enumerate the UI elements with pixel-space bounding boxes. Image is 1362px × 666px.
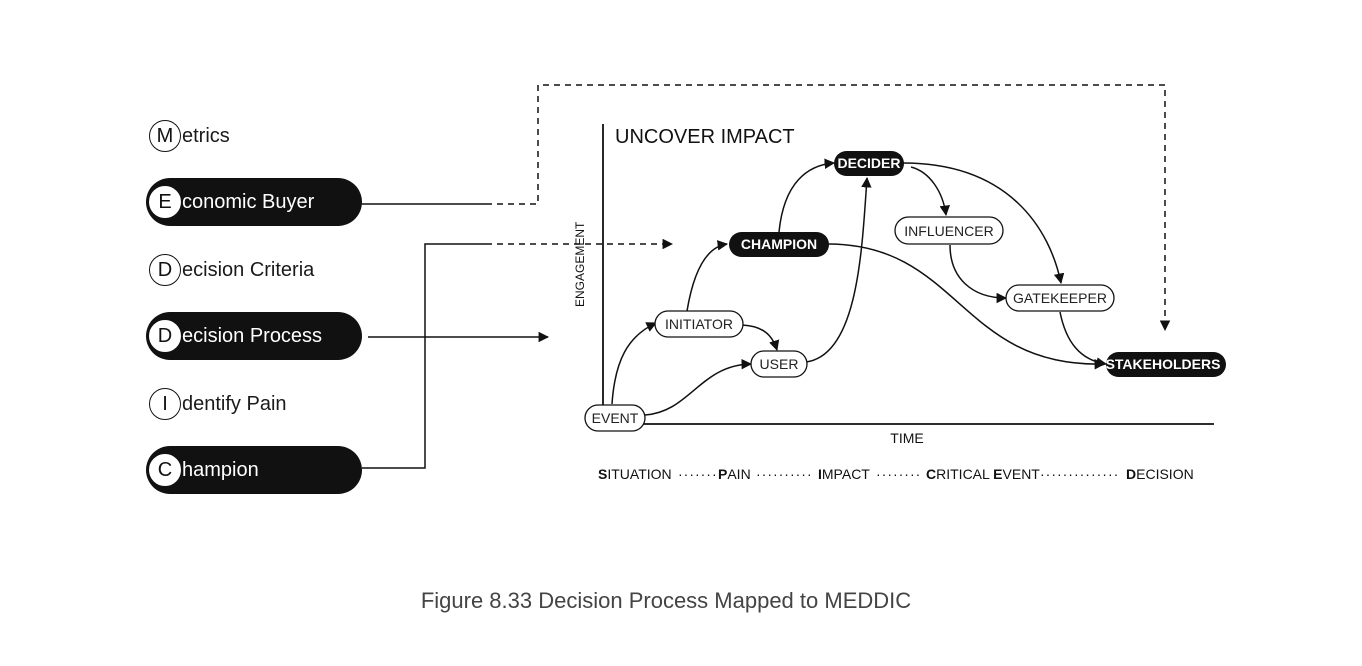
- meddic-letter-c: C: [149, 454, 181, 486]
- arrow-decider-gatekeeper: [902, 162, 1065, 285]
- node-stakeholders: STAKEHOLDERS: [1106, 352, 1226, 377]
- svg-text:DECIDER: DECIDER: [837, 155, 900, 171]
- flow-arrows: [611, 158, 1108, 416]
- arrow-champion-decider: [778, 158, 836, 233]
- stage-impact: IMPACT: [818, 466, 870, 482]
- meddic-label-identify-pain: dentify Pain: [182, 392, 287, 415]
- meddic-letter-e: E: [149, 186, 181, 218]
- arrow-user-decider: [805, 176, 872, 363]
- stage-decision: DECISION: [1126, 466, 1194, 482]
- meddic-item-identify-pain: I dentify Pain: [146, 380, 287, 428]
- stage-situation: SITUATION: [598, 466, 672, 482]
- node-event: EVENT: [584, 404, 646, 432]
- arrow-influencer-gatekeeper: [949, 244, 1008, 304]
- svg-text:INFLUENCER: INFLUENCER: [904, 223, 993, 239]
- arrow-champion-stakeholders: [827, 243, 1106, 370]
- meddic-label-economic-buyer: conomic Buyer: [182, 190, 315, 213]
- svg-text:GATEKEEPER: GATEKEEPER: [1013, 290, 1107, 306]
- svg-text:INITIATOR: INITIATOR: [665, 316, 733, 332]
- node-user: USER: [750, 350, 808, 378]
- meddic-letter-m: M: [149, 120, 181, 152]
- node-decider: DECIDER: [834, 151, 904, 176]
- chart-title: UNCOVER IMPACT: [615, 126, 795, 148]
- meddic-item-metrics: M etrics: [146, 112, 230, 160]
- svg-text:CHAMPION: CHAMPION: [741, 236, 817, 252]
- stage-separator-1: ·······: [678, 466, 718, 482]
- stage-pain: PAIN: [718, 466, 751, 482]
- stage-separator-2: ··········: [756, 466, 813, 482]
- node-influencer: INFLUENCER: [894, 216, 1004, 245]
- chart-axes: [602, 124, 1214, 425]
- meddic-item-economic-buyer: E conomic Buyer: [146, 178, 362, 226]
- champion-connector-solid: [362, 243, 486, 469]
- arrow-decider-influencer: [910, 166, 950, 217]
- node-gatekeeper: GATEKEEPER: [1005, 284, 1115, 312]
- y-axis-label: ENGAGEMENT: [573, 221, 587, 307]
- meddic-connectors: [362, 84, 1171, 469]
- node-initiator: INITIATOR: [654, 310, 744, 338]
- x-axis-label: TIME: [890, 430, 923, 446]
- stage-separator-4: ··············: [1040, 466, 1119, 482]
- node-champion: CHAMPION: [729, 232, 829, 257]
- stage-critical-event: CRITICAL EVENT: [926, 466, 1040, 482]
- meddic-label-champion: hampion: [182, 458, 259, 481]
- arrow-event-initiator: [611, 322, 657, 405]
- meddic-label-decision-process: ecision Process: [182, 324, 323, 347]
- svg-text:USER: USER: [760, 356, 799, 372]
- economic-buyer-connector-dashed: [486, 84, 1171, 332]
- meddic-item-decision-process: D ecision Process: [146, 312, 362, 360]
- meddic-letter-d-criteria: D: [149, 254, 181, 286]
- svg-text:STAKEHOLDERS: STAKEHOLDERS: [1106, 356, 1221, 372]
- figure-caption: Figure 8.33 Decision Process Mapped to M…: [420, 588, 912, 613]
- arrow-event-user: [644, 358, 753, 416]
- arrow-gatekeeper-stakeholders: [1059, 311, 1108, 368]
- meddic-letter-i: I: [149, 388, 181, 420]
- stage-timeline: SITUATION ······· PAIN ·········· IMPACT…: [598, 466, 1194, 482]
- meddic-label-metrics: etrics: [182, 124, 230, 147]
- stage-separator-3: ········: [876, 466, 921, 482]
- arrow-initiator-champion: [686, 240, 729, 312]
- meddic-letter-d-process: D: [149, 320, 181, 352]
- arrow-initiator-user: [741, 324, 780, 352]
- svg-text:EVENT: EVENT: [592, 410, 639, 426]
- meddic-label-decision-criteria: ecision Criteria: [182, 258, 315, 281]
- meddic-item-champion: C hampion: [146, 446, 362, 494]
- meddic-item-decision-criteria: D ecision Criteria: [146, 246, 314, 294]
